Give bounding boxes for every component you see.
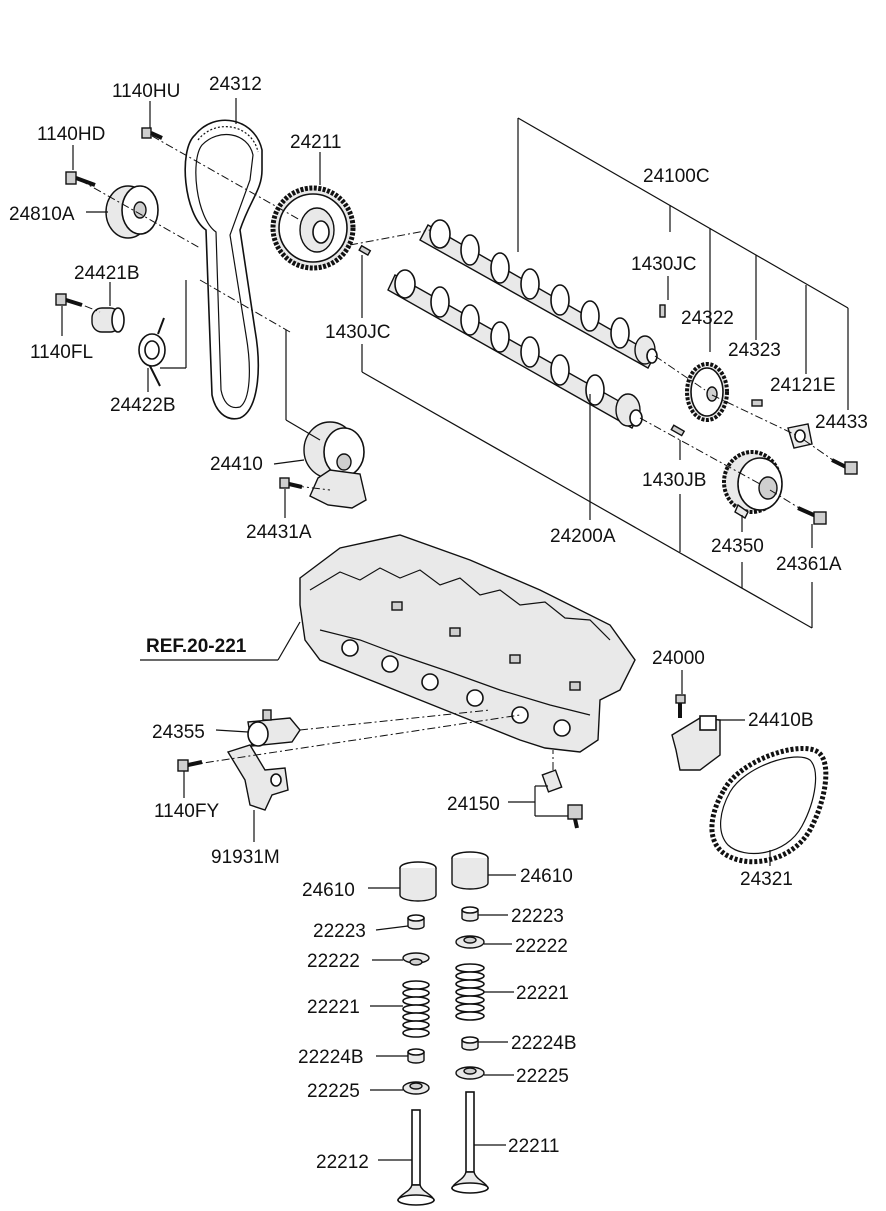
label-22211: 22211 — [508, 1136, 559, 1157]
cam-sprocket — [270, 185, 356, 271]
exhaust-cam-sprocket — [685, 362, 729, 422]
pin-1430jb — [670, 424, 686, 437]
label-24421b: 24421B — [74, 263, 140, 284]
label-24150: 24150 — [447, 794, 500, 815]
label-22225-right: 22225 — [516, 1066, 569, 1087]
label-24211: 24211 — [290, 132, 341, 153]
label-24321: 24321 — [740, 869, 793, 890]
label-1140hd: 1140HD — [37, 124, 105, 145]
intake-camshaft — [419, 219, 658, 369]
bolt-24361a — [797, 506, 827, 525]
exhaust-camshaft — [387, 269, 643, 429]
timing-belt — [184, 119, 263, 420]
pin-1430jc-b — [659, 304, 666, 318]
cylinder-head — [299, 534, 636, 753]
label-24000: 24000 — [652, 648, 705, 669]
pin-1430jc-a — [358, 244, 372, 257]
belt-tensioner — [303, 421, 367, 509]
key-24323 — [751, 399, 763, 407]
label-22222-right: 22222 — [515, 936, 568, 957]
leader-lines — [61, 98, 849, 1161]
torsion-spring — [138, 317, 166, 387]
bolt-1140fy — [177, 759, 203, 772]
callout-labels: 1140HU 24312 1140HD 24211 24810A 24100C … — [9, 74, 868, 1173]
label-24433: 24433 — [815, 412, 868, 433]
idler-pulley — [105, 185, 159, 239]
label-22224b-left: 22224B — [298, 1047, 364, 1068]
bolt-1140hd — [65, 171, 96, 187]
label-1430jc-upper: 1430JC — [631, 254, 697, 275]
label-reference: REF.20-221 — [146, 636, 247, 657]
label-24100c: 24100C — [643, 166, 710, 187]
label-1430jb: 1430JB — [642, 470, 706, 491]
label-22223-right: 22223 — [511, 906, 564, 927]
label-1140fl: 1140FL — [30, 342, 93, 363]
label-24422b: 24422B — [110, 395, 176, 416]
label-24431a: 24431A — [246, 522, 312, 543]
label-24810a: 24810A — [9, 204, 75, 225]
label-24200a: 24200A — [550, 526, 616, 547]
label-22224b-right: 22224B — [511, 1033, 577, 1054]
label-22221-left: 22221 — [307, 997, 360, 1018]
label-24410b: 24410B — [748, 710, 814, 731]
label-22221-right: 22221 — [516, 983, 569, 1004]
label-24610-right: 24610 — [520, 866, 573, 887]
cvvt-assembly — [722, 450, 783, 519]
label-24361a: 24361A — [776, 554, 842, 575]
label-22225-left: 22225 — [307, 1081, 360, 1102]
label-24410: 24410 — [210, 454, 263, 475]
label-24350: 24350 — [711, 536, 764, 557]
alignment-lines — [69, 135, 841, 770]
label-1140hu: 1140HU — [112, 81, 180, 102]
chain-tensioner — [671, 715, 721, 771]
bolt-1140hu — [141, 127, 163, 140]
bolt-24000 — [675, 694, 686, 718]
bolt-1140fl — [55, 293, 83, 307]
label-22222-left: 22222 — [307, 951, 360, 972]
plug-24150 — [541, 769, 583, 829]
valve-train-right — [451, 851, 489, 1194]
label-22212: 22212 — [316, 1152, 369, 1173]
bracket-91931m — [226, 744, 289, 811]
label-24121e: 24121E — [770, 375, 836, 396]
plate-24121e — [787, 423, 813, 449]
label-24322: 24322 — [681, 308, 734, 329]
label-24312: 24312 — [209, 74, 262, 95]
label-1140fy: 1140FY — [154, 801, 219, 822]
sleeve-24421b — [91, 307, 125, 333]
timing-chain — [709, 745, 829, 865]
label-22223-left: 22223 — [313, 921, 366, 942]
oil-control-valve — [247, 709, 301, 747]
label-91931m: 91931M — [211, 847, 280, 868]
label-24610-left: 24610 — [302, 880, 355, 901]
valve-train-left — [397, 861, 437, 1206]
label-1430jc-lower: 1430JC — [325, 322, 391, 343]
label-24323: 24323 — [728, 340, 781, 361]
label-24355: 24355 — [152, 722, 205, 743]
